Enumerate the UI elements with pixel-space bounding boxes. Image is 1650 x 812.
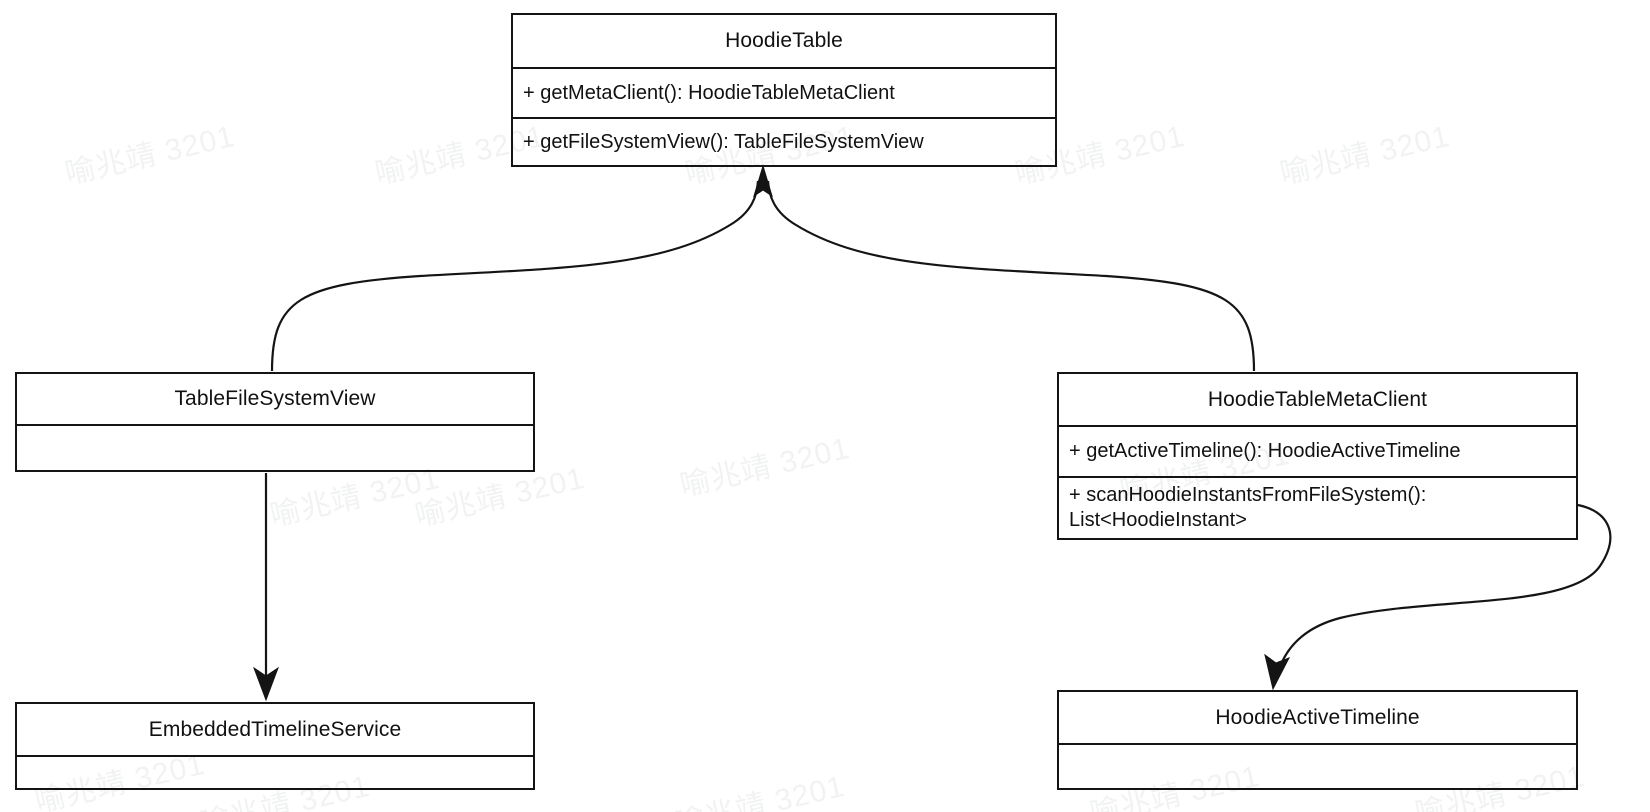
class-title-hoodie-active-timeline: HoodieActiveTimeline bbox=[1215, 705, 1420, 729]
class-box-hoodie-table-meta-client[interactable]: HoodieTableMetaClient + getActiveTimelin… bbox=[1057, 372, 1578, 540]
watermark-text: 喻兆靖 3201 bbox=[677, 431, 854, 503]
method-getactivetimeline: + getActiveTimeline(): HoodieActiveTimel… bbox=[1069, 440, 1461, 462]
arrowhead-into-embeddedtimelineservice bbox=[252, 666, 280, 702]
class-methods-hoodie-table-meta-client-2: + scanHoodieInstantsFromFileSystem(): Li… bbox=[1059, 476, 1576, 538]
class-methods-hoodie-table-meta-client-1: + getActiveTimeline(): HoodieActiveTimel… bbox=[1059, 425, 1576, 476]
class-members-embedded-timeline-service bbox=[17, 755, 533, 788]
class-box-hoodie-active-timeline[interactable]: HoodieActiveTimeline bbox=[1057, 690, 1578, 790]
edge-hoodietablemetaclient-to-hoodietable bbox=[766, 180, 1256, 372]
watermark-text: 喻兆靖 3201 bbox=[62, 119, 239, 191]
edge-tablefilesystemview-to-hoodietable bbox=[270, 180, 760, 372]
method-getfilesystemview: + getFileSystemView(): TableFileSystemVi… bbox=[523, 130, 924, 153]
method-getmetaclient: + getMetaClient(): HoodieTableMetaClient bbox=[523, 81, 895, 104]
watermark-text: 喻兆靖 3201 bbox=[672, 769, 849, 812]
class-members-table-file-system-view bbox=[17, 424, 533, 470]
class-title-embedded-timeline-service: EmbeddedTimelineService bbox=[148, 717, 402, 741]
method-scanhoodieinstantsfromfilesystem: + scanHoodieInstantsFromFileSystem(): Li… bbox=[1069, 484, 1427, 531]
arrowhead-into-hoodieactivetimeline bbox=[1264, 653, 1291, 691]
class-box-table-file-system-view[interactable]: TableFileSystemView bbox=[15, 372, 535, 472]
class-title-hoodie-table-meta-client: HoodieTableMetaClient bbox=[1207, 387, 1428, 411]
watermark-text: 喻兆靖 3201 bbox=[1277, 119, 1454, 191]
class-members-hoodie-active-timeline bbox=[1059, 743, 1576, 788]
class-box-embedded-timeline-service[interactable]: EmbeddedTimelineService bbox=[15, 702, 535, 790]
class-title-table-file-system-view: TableFileSystemView bbox=[174, 387, 376, 410]
class-methods-hoodie-table-2: + getFileSystemView(): TableFileSystemVi… bbox=[513, 117, 1055, 165]
class-box-hoodie-table[interactable]: HoodieTable + getMetaClient(): HoodieTab… bbox=[511, 13, 1057, 167]
arrowhead-into-hoodietable bbox=[753, 164, 773, 198]
class-methods-hoodie-table-1: + getMetaClient(): HoodieTableMetaClient bbox=[513, 67, 1055, 117]
class-title-hoodie-table: HoodieTable bbox=[725, 29, 843, 52]
